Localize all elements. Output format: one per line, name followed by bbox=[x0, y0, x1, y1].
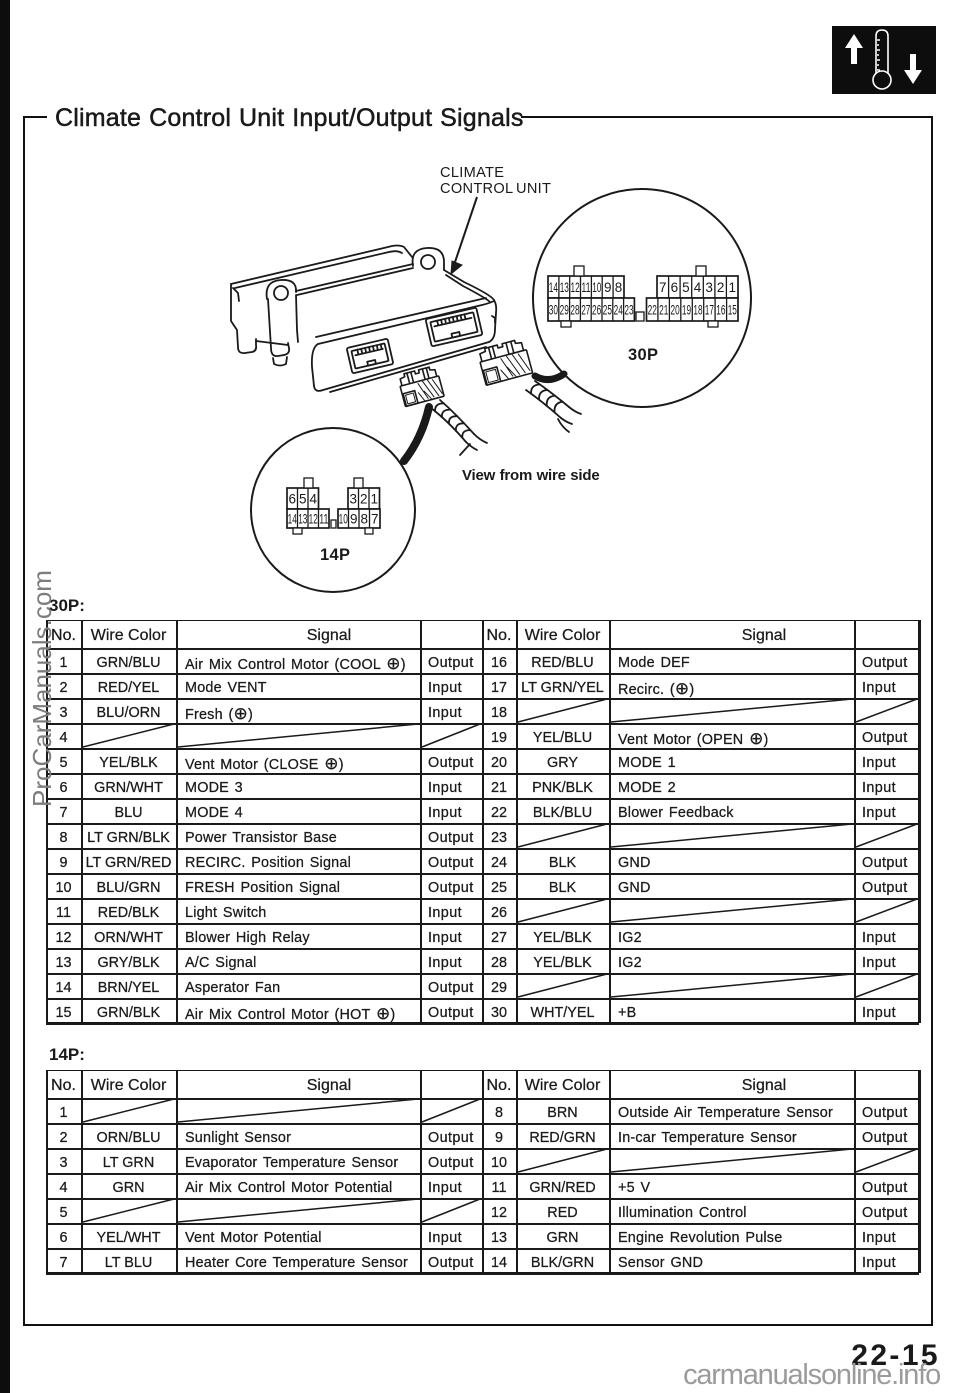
svg-text:10: 10 bbox=[339, 511, 348, 526]
svg-text:16: 16 bbox=[716, 302, 725, 317]
svg-text:21: 21 bbox=[659, 302, 668, 317]
svg-text:5: 5 bbox=[682, 280, 690, 295]
svg-text:26: 26 bbox=[592, 302, 601, 317]
svg-text:View from wire side: View from wire side bbox=[462, 467, 599, 484]
svg-text:15: 15 bbox=[728, 302, 737, 317]
svg-text:UNIT: UNIT bbox=[516, 181, 551, 197]
svg-text:1: 1 bbox=[728, 280, 736, 295]
svg-text:23: 23 bbox=[624, 302, 633, 317]
svg-text:6: 6 bbox=[671, 280, 679, 295]
svg-text:19: 19 bbox=[682, 302, 691, 317]
svg-text:11: 11 bbox=[581, 280, 590, 295]
svg-text:25: 25 bbox=[603, 302, 612, 317]
svg-text:4: 4 bbox=[694, 280, 702, 295]
svg-text:2: 2 bbox=[717, 280, 725, 295]
svg-text:CONTROL: CONTROL bbox=[440, 181, 513, 197]
svg-text:7: 7 bbox=[659, 280, 667, 295]
svg-text:24: 24 bbox=[614, 302, 623, 317]
svg-text:27: 27 bbox=[581, 302, 590, 317]
svg-text:5: 5 bbox=[299, 491, 307, 506]
svg-text:14: 14 bbox=[549, 280, 558, 295]
svg-text:17: 17 bbox=[705, 302, 714, 317]
svg-text:13: 13 bbox=[298, 511, 307, 526]
svg-text:8: 8 bbox=[615, 280, 623, 295]
svg-text:13: 13 bbox=[560, 280, 569, 295]
svg-text:1: 1 bbox=[370, 491, 378, 506]
svg-text:4: 4 bbox=[309, 491, 317, 506]
svg-text:12: 12 bbox=[571, 280, 580, 295]
svg-text:10: 10 bbox=[592, 280, 601, 295]
svg-text:14P: 14P bbox=[320, 546, 350, 564]
svg-text:9: 9 bbox=[604, 280, 612, 295]
svg-text:11: 11 bbox=[319, 511, 328, 526]
svg-text:7: 7 bbox=[371, 511, 379, 526]
svg-text:30P: 30P bbox=[628, 346, 658, 364]
svg-text:22: 22 bbox=[648, 302, 657, 317]
svg-text:20: 20 bbox=[671, 302, 680, 317]
svg-text:6: 6 bbox=[288, 491, 296, 506]
svg-text:29: 29 bbox=[560, 302, 569, 317]
svg-text:2: 2 bbox=[360, 491, 368, 506]
svg-text:3: 3 bbox=[705, 280, 713, 295]
svg-text:3: 3 bbox=[349, 491, 357, 506]
svg-text:9: 9 bbox=[350, 511, 358, 526]
svg-text:CLIMATE: CLIMATE bbox=[440, 165, 504, 181]
svg-text:30: 30 bbox=[549, 302, 558, 317]
svg-text:18: 18 bbox=[693, 302, 702, 317]
svg-text:12: 12 bbox=[309, 511, 318, 526]
svg-text:28: 28 bbox=[570, 302, 579, 317]
svg-text:8: 8 bbox=[360, 511, 368, 526]
svg-text:14: 14 bbox=[288, 511, 297, 526]
